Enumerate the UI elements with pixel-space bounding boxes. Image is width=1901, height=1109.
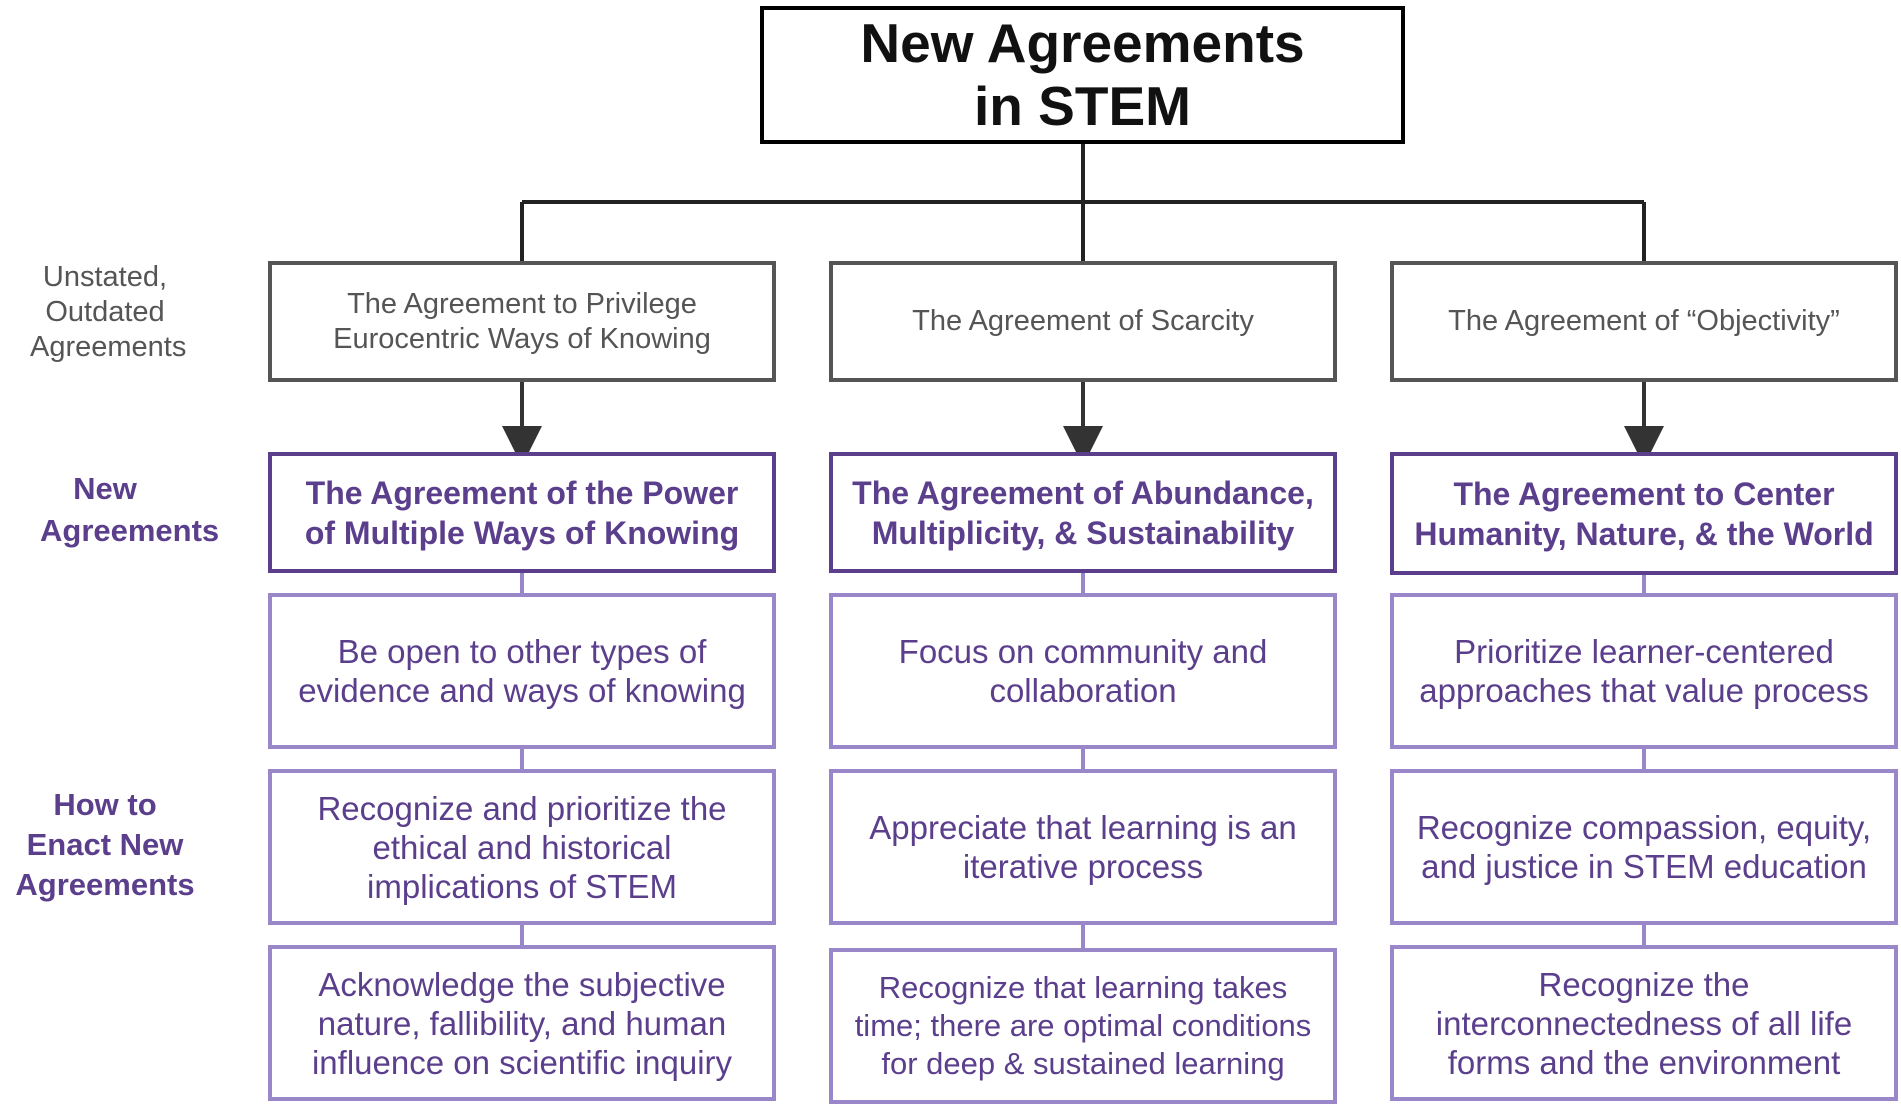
enact-text: Focus on community and collaboration	[898, 633, 1268, 709]
enact-text: Recognize and prioritize the ethical and…	[317, 789, 727, 905]
new-agreement-text: The Agreement of the Power of Multiple W…	[304, 474, 740, 551]
new-agreement-box: The Agreement to Center Humanity, Nature…	[1390, 452, 1898, 575]
enact-box: Recognize the interconnectedness of all …	[1390, 945, 1898, 1101]
enact-box: Focus on community and collaboration	[829, 593, 1337, 749]
enact-box: Recognize that learning takes time; ther…	[829, 948, 1337, 1104]
enact-text: Appreciate that learning is an iterative…	[869, 809, 1297, 885]
enact-box: Acknowledge the subjective nature, falli…	[268, 945, 776, 1101]
old-agreement-box: The Agreement of “Objectivity”	[1390, 261, 1898, 382]
old-agreement-text: The Agreement of Scarcity	[912, 305, 1254, 337]
title-box: New Agreements in STEM	[760, 6, 1405, 144]
enact-text: Recognize compassion, equity, and justic…	[1416, 809, 1872, 885]
enact-box: Prioritize learner-centered approaches t…	[1390, 593, 1898, 749]
enact-text: Recognize that learning takes time; ther…	[854, 970, 1312, 1081]
enact-box: Appreciate that learning is an iterative…	[829, 769, 1337, 925]
enact-box: Recognize compassion, equity, and justic…	[1390, 769, 1898, 925]
enact-text: Acknowledge the subjective nature, falli…	[311, 965, 733, 1081]
enact-text: Prioritize learner-centered approaches t…	[1419, 633, 1869, 709]
new-agreement-box: The Agreement of Abundance, Multiplicity…	[829, 452, 1337, 573]
row-label-enact: How to Enact New Agreements	[15, 787, 195, 902]
row-label-old: Unstated, Outdated Agreements	[30, 261, 187, 363]
new-agreement-text: The Agreement of Abundance, Multiplicity…	[852, 474, 1314, 551]
diagram-title: New Agreements in STEM	[860, 12, 1305, 137]
old-agreement-box: The Agreement to Privilege Eurocentric W…	[268, 261, 776, 382]
new-agreement-text: The Agreement to Center Humanity, Nature…	[1414, 475, 1874, 552]
row-label-new: New Agreements	[40, 471, 220, 548]
enact-box: Be open to other types of evidence and w…	[268, 593, 776, 749]
enact-text: Recognize the interconnectedness of all …	[1435, 965, 1853, 1081]
new-agreement-box: The Agreement of the Power of Multiple W…	[268, 452, 776, 573]
enact-text: Be open to other types of evidence and w…	[298, 633, 746, 709]
enact-box: Recognize and prioritize the ethical and…	[268, 769, 776, 925]
old-agreement-box: The Agreement of Scarcity	[829, 261, 1337, 382]
old-agreement-text: The Agreement to Privilege Eurocentric W…	[333, 287, 711, 355]
old-agreement-text: The Agreement of “Objectivity”	[1448, 305, 1840, 337]
purple-connectors	[520, 573, 1646, 948]
